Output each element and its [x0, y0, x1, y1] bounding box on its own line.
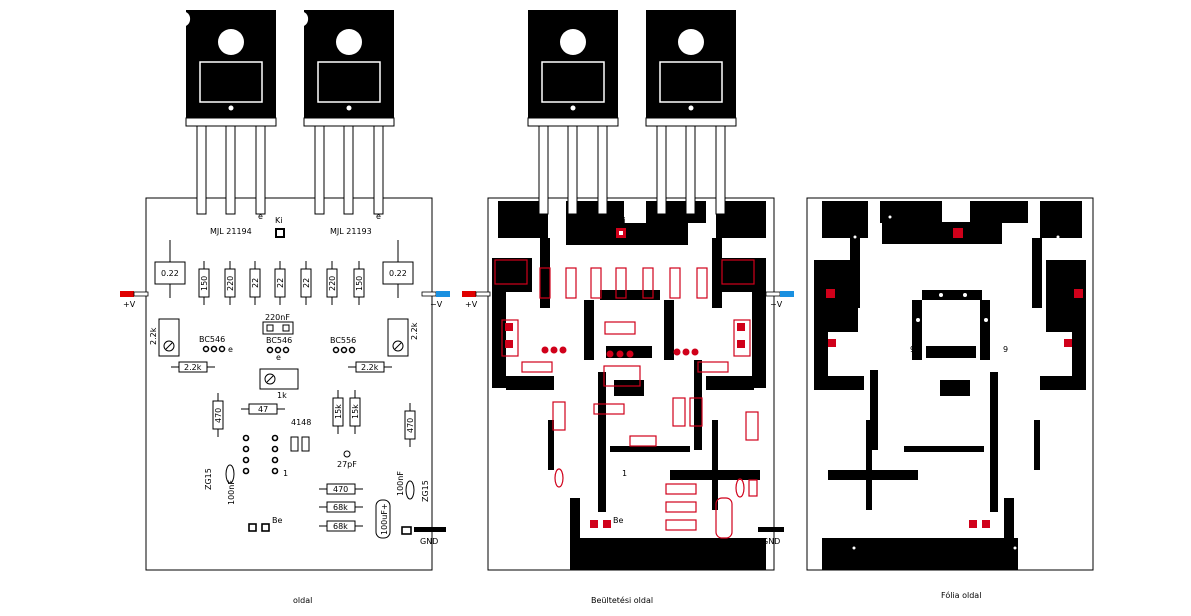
trimmer-2k2-a-label: 2.2k — [149, 327, 158, 345]
resistor-15k-b-value: 15k — [351, 404, 360, 419]
resistor-22-b-value: 22 — [276, 278, 285, 288]
caption-right: Fólia oldal — [941, 590, 981, 600]
power-transistor-npn — [185, 10, 277, 215]
emitter-mark-2: e — [376, 212, 381, 221]
input-label-middle: Be — [613, 516, 623, 525]
gnd-label-left: GND — [420, 537, 438, 546]
output-pad — [275, 228, 285, 238]
cap-100uf — [375, 499, 391, 539]
pin-9-label-b: 9 — [943, 351, 948, 360]
plus-v-wire — [120, 291, 134, 297]
resistor-470-c-value: 470 — [333, 485, 348, 494]
resistor-2k2-a-value: 2.2k — [184, 363, 202, 372]
zener-b — [405, 480, 415, 500]
component-side-panel: e e MJL 21194 MJL 21193 Ki 0.22 0.22 150… — [120, 10, 450, 605]
output-label-middle: Ki — [618, 216, 625, 225]
power-transistor-pnp — [303, 10, 395, 215]
input-label: Be — [272, 516, 282, 525]
transistor-label-pnp: MJL 21193 — [330, 227, 372, 236]
gnd-label-middle: GND — [762, 537, 780, 546]
svg-text:1: 1 — [622, 469, 627, 478]
zener-b-label: ZG15 — [421, 480, 430, 502]
resistor-022-a-value: 0.22 — [161, 269, 179, 278]
svg-text:e: e — [276, 353, 281, 362]
resistor-22-c-value: 22 — [302, 278, 311, 288]
drill-holes-right — [852, 215, 1060, 550]
solder-pads-middle — [505, 323, 745, 528]
resistor-470-a-value: 470 — [214, 408, 223, 423]
zener-a-label: ZG15 — [204, 468, 213, 490]
minus-v-label-middle: −V — [770, 300, 783, 309]
pin-1-label: 1 — [283, 469, 288, 478]
emitter-mark-3: e — [600, 212, 605, 221]
trimmer-1k-label: 1k — [277, 391, 287, 400]
output-label: Ki — [275, 216, 282, 225]
gnd-wire-left — [414, 527, 446, 532]
resistor-68k-a-value: 68k — [333, 503, 348, 512]
svg-text:e: e — [228, 345, 233, 354]
resistor-47-value: 47 — [258, 405, 268, 414]
cap-100nf-a-label: 100nF — [227, 480, 236, 505]
trimmer-2k2-b-label: 2.2k — [410, 322, 419, 340]
resistor-220-a-value: 220 — [226, 276, 235, 291]
resistor-22-a-value: 22 — [251, 278, 260, 288]
component-outlines-middle — [494, 259, 759, 539]
minus-v-wire — [436, 291, 450, 297]
cap-100uf-label: 100uF+ — [380, 503, 389, 535]
pin-9-label-c: 9 — [1003, 345, 1008, 354]
resistor-022-b-value: 0.22 — [389, 269, 407, 278]
solder-pads-right — [826, 228, 1083, 528]
cap-220nf-label: 220nF — [265, 313, 290, 322]
cap-100nf-b-label: 100nF — [396, 471, 405, 496]
emitter-mark-4: e — [718, 212, 723, 221]
resistor-150-a-value: 150 — [200, 276, 209, 291]
resistor-150-b-value: 150 — [355, 276, 364, 291]
pin-9-label-a: 9 — [910, 345, 915, 354]
cap-27pf-label: 27pF — [337, 460, 357, 469]
copper-traces-right — [814, 201, 1086, 570]
caption-middle: Beültetési oldal — [591, 595, 653, 605]
bc556-label: BC556 — [330, 336, 356, 345]
pin-headers — [242, 434, 279, 475]
resistor-2k2-b-value: 2.2k — [361, 363, 379, 372]
svg-text:e: e — [668, 348, 673, 357]
cap-27pf — [343, 450, 351, 458]
bc546-b-label: BC546 — [266, 336, 292, 345]
diode-4148 — [301, 436, 310, 452]
zener-a — [225, 464, 235, 484]
plus-v-label: +V — [123, 300, 136, 309]
diode-label: 4148 — [291, 418, 311, 427]
resistor-15k-a-value: 15k — [334, 404, 343, 419]
plus-v-label-middle: +V — [465, 300, 478, 309]
resistor-470-b-value: 470 — [406, 418, 415, 433]
emitter-mark-1: e — [258, 212, 263, 221]
minus-v-label: −V — [430, 300, 443, 309]
transistor-label-npn: MJL 21194 — [210, 227, 252, 236]
resistor-68k-b-value: 68k — [333, 522, 348, 531]
caption-left: oldal — [293, 596, 312, 605]
resistor-220-b-value: 220 — [328, 276, 337, 291]
driver-resistor-row: 150 220 22 22 22 220 150 — [198, 261, 365, 305]
assembly-side-panel: e e Ki — [462, 10, 794, 605]
foil-side-panel: 9 9 9 Fólia oldal — [806, 197, 1094, 600]
bc546-a-label: BC546 — [199, 335, 225, 344]
